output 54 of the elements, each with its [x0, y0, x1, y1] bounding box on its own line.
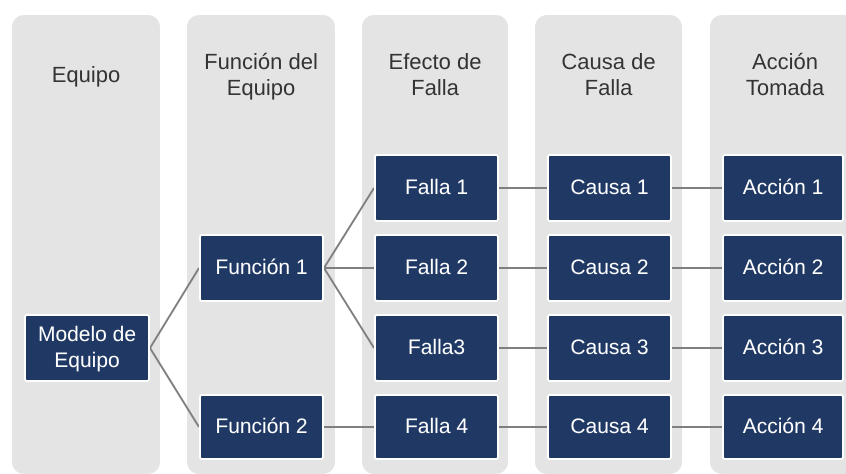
connector-line	[324, 267, 374, 269]
column-band	[535, 15, 682, 474]
box-label: Acción 2	[742, 255, 824, 281]
process-box	[374, 314, 499, 382]
connector-line	[672, 187, 722, 189]
connector-line	[672, 426, 722, 428]
process-box	[199, 394, 324, 460]
connector-line	[323, 267, 375, 349]
column-heading: Acción Tomada	[744, 49, 826, 101]
process-box	[374, 234, 499, 302]
column-heading: Función del Equipo	[203, 49, 319, 101]
box-label: Acción 3	[742, 335, 824, 361]
box-label: Acción 1	[742, 175, 824, 201]
column-heading: Causa de Falla	[560, 49, 657, 101]
process-box	[722, 154, 844, 222]
process-box	[374, 154, 499, 222]
box-label: Función 2	[214, 414, 309, 440]
box-label: Falla 1	[404, 175, 470, 201]
box-label: Falla 2	[404, 255, 470, 281]
connector-line	[149, 267, 200, 349]
box-label: Causa 1	[569, 175, 650, 201]
box-label: Causa 4	[569, 414, 650, 440]
process-box	[547, 394, 672, 460]
process-box	[722, 394, 844, 460]
process-box	[547, 314, 672, 382]
process-box	[547, 154, 672, 222]
process-box	[722, 314, 844, 382]
box-label: Causa 2	[569, 255, 650, 281]
connector-line	[149, 347, 200, 428]
connector-line	[499, 347, 547, 349]
process-box	[547, 234, 672, 302]
column-heading: Efecto de Falla	[388, 49, 482, 101]
box-label: Acción 4	[742, 414, 824, 440]
box-label: Causa 3	[569, 335, 650, 361]
process-box	[374, 394, 499, 460]
connector-line	[672, 267, 722, 269]
box-label: Modelo de Equipo	[36, 322, 138, 374]
connector-line	[499, 187, 547, 189]
column-band	[710, 15, 846, 474]
connector-line	[499, 426, 547, 428]
process-box	[722, 234, 844, 302]
box-label: Función 1	[214, 255, 309, 281]
column-band	[362, 15, 508, 474]
connector-line	[323, 187, 375, 269]
box-label: Falla3	[406, 335, 466, 361]
column-band	[12, 15, 160, 474]
connector-line	[672, 347, 722, 349]
column-band	[187, 15, 335, 474]
process-box	[199, 234, 324, 302]
process-box	[24, 314, 150, 382]
connector-line	[499, 267, 547, 269]
box-label: Falla 4	[404, 414, 470, 440]
column-heading: Equipo	[50, 62, 122, 88]
connector-line	[324, 426, 374, 428]
